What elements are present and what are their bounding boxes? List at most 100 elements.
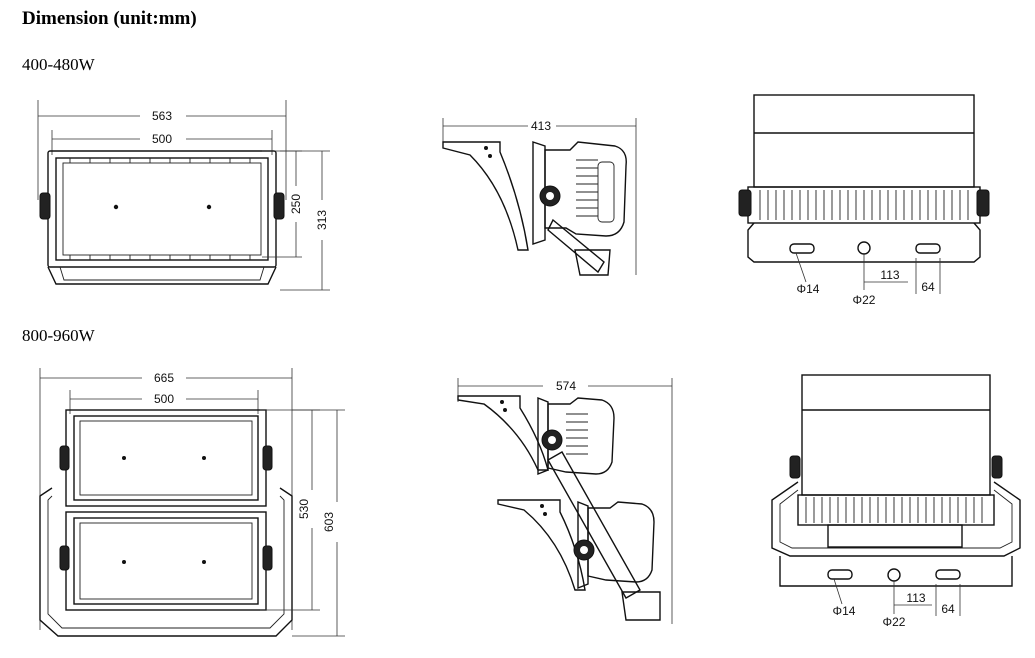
slot-left	[827, 569, 853, 580]
rear-cover	[753, 94, 975, 188]
yoke-arm	[547, 451, 641, 599]
center-hole	[857, 241, 871, 255]
slot-right	[935, 569, 961, 580]
heatsink-fins	[576, 159, 598, 217]
mounting-bracket	[442, 141, 529, 251]
front-glass-upper	[537, 396, 549, 476]
bracket-bolt	[500, 400, 504, 404]
label-offset: 64	[921, 280, 935, 294]
heatsink-lower	[587, 501, 655, 583]
bracket-bolt	[488, 154, 492, 158]
side-view-800w: 574	[457, 378, 673, 624]
yoke-frame	[39, 487, 293, 637]
side-knob	[991, 455, 1003, 479]
module-bottom	[65, 511, 267, 611]
label-spacing: 113	[880, 268, 899, 282]
bracket-bolt	[543, 512, 547, 516]
side-knob	[59, 445, 70, 471]
bracket-bolt	[503, 408, 507, 412]
module-top	[65, 409, 267, 507]
dim-overall-height: 603	[322, 512, 336, 532]
rear-view-400w: Φ14 Φ22 113 64	[738, 94, 990, 307]
side-view-400w: 413	[442, 118, 637, 276]
rear-view-800w: Φ14 Φ22 113 64	[771, 374, 1021, 629]
side-knob	[789, 455, 801, 479]
dim-panel-height: 530	[297, 499, 311, 519]
dim-panel-width: 500	[154, 392, 174, 406]
side-knob-right	[273, 192, 285, 220]
label-offset: 64	[941, 602, 955, 616]
heatsink-fins	[759, 190, 969, 220]
lens-frame-top	[73, 415, 259, 501]
led-dot	[206, 204, 212, 210]
pivot-center	[548, 436, 556, 444]
side-knob-right	[976, 189, 990, 217]
front-glass	[532, 141, 546, 245]
arm-foot	[574, 249, 611, 276]
bracket-inner	[59, 266, 265, 281]
yoke-inner	[47, 495, 285, 629]
led-dot	[122, 456, 126, 460]
variant-label-400-480w: 400-480W	[22, 55, 95, 74]
rear-cover	[801, 374, 991, 496]
bracket-upper	[457, 395, 549, 471]
label-hole-small: Φ14	[797, 282, 820, 296]
yoke-arm	[547, 218, 605, 274]
lens-frame	[55, 157, 269, 261]
lens-window	[62, 162, 262, 256]
heatsink-body	[544, 141, 627, 237]
bracket-plate	[779, 556, 1013, 587]
led-dot	[202, 560, 206, 564]
housing-outline	[47, 150, 277, 268]
heatsink-upper	[547, 397, 615, 475]
side-knob	[262, 545, 273, 571]
lens-frame-bottom	[73, 517, 259, 605]
bracket-bottom	[47, 266, 277, 285]
dim-panel-width: 500	[152, 132, 172, 146]
dim-depth: 574	[556, 379, 576, 393]
side-knob-left	[39, 192, 51, 220]
variant-label-800-960w: 800-960W	[22, 326, 95, 345]
lens-window-bottom	[79, 522, 253, 600]
handle	[597, 161, 615, 223]
side-knob	[262, 445, 273, 471]
label-spacing: 113	[906, 591, 925, 605]
dim-overall-height: 313	[315, 210, 329, 230]
page-title: Dimension (unit:mm)	[22, 8, 197, 29]
yoke-inner	[779, 489, 1013, 549]
bracket-bolt	[540, 504, 544, 508]
led-dot	[202, 456, 206, 460]
label-hole-small: Φ14	[833, 604, 856, 618]
label-hole-large: Φ22	[883, 615, 906, 629]
dim-depth: 413	[531, 119, 551, 133]
led-dot	[122, 560, 126, 564]
front-view-800w: 665 500 530	[39, 368, 345, 637]
dim-overall-width: 563	[152, 109, 172, 123]
led-dot	[113, 204, 119, 210]
arm-foot	[621, 591, 661, 621]
front-view-400w: 563 500 250 313	[37, 100, 330, 291]
heatsink-block	[797, 494, 995, 526]
pivot-center	[580, 546, 588, 554]
dim-overall-width: 665	[154, 371, 174, 385]
label-hole-large: Φ22	[853, 293, 876, 307]
front-glass-lower	[577, 500, 589, 590]
yoke-frame	[771, 481, 1021, 557]
lens-window-top	[79, 420, 253, 496]
slot-right	[915, 243, 941, 254]
heatsink-fins	[805, 497, 983, 523]
leader-line	[833, 578, 843, 605]
bracket-lower	[497, 499, 586, 591]
heatsink-fins	[566, 413, 588, 455]
side-knob-left	[738, 189, 752, 217]
pivot-center	[546, 192, 554, 200]
center-hole	[887, 568, 901, 582]
ballast-box	[827, 524, 963, 548]
bracket-bolt	[484, 146, 488, 150]
slot-left	[789, 243, 815, 254]
dim-panel-height: 250	[289, 194, 303, 214]
side-knob	[59, 545, 70, 571]
frame-screws	[69, 158, 251, 260]
leader-line	[795, 252, 807, 283]
